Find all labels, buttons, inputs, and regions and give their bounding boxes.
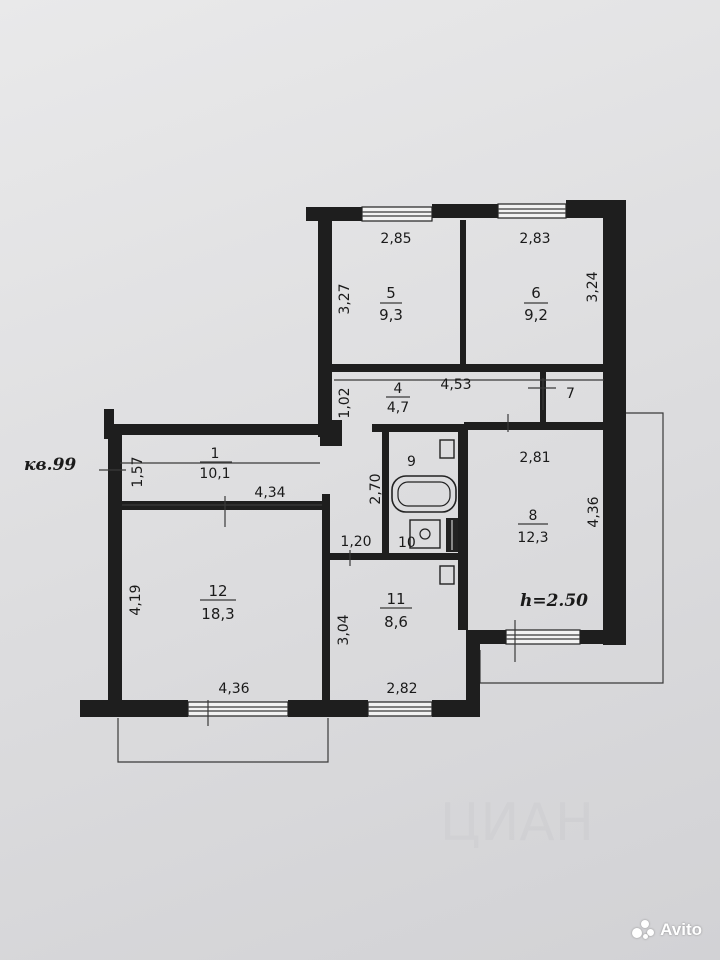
- room-area: 4,7: [387, 400, 409, 416]
- radiator-icon: [446, 518, 458, 552]
- window-room-5: [361, 206, 433, 222]
- dim-room5-height: 3,27: [337, 283, 353, 314]
- dim-room8-height: 4,36: [586, 496, 602, 527]
- room-number: 5: [386, 284, 396, 302]
- dim-room1-length: 4,34: [254, 485, 285, 501]
- dimension-lines: [99, 378, 604, 726]
- window-room-11: [367, 701, 433, 717]
- dim-room8-width: 2,81: [519, 450, 550, 466]
- bathtub-icon: [391, 475, 457, 513]
- room-1: 1 10,1: [199, 446, 232, 482]
- dim-room6-height: 3,24: [585, 271, 601, 302]
- dim-corridor-length: 4,53: [440, 377, 471, 393]
- window-room-8: [505, 629, 581, 645]
- room-7-number: 7: [566, 386, 575, 402]
- ceiling-height: h=2.50: [520, 591, 588, 611]
- room-area: 10,1: [199, 466, 230, 482]
- dim-room10-width: 1,20: [340, 534, 371, 550]
- room-area: 12,3: [517, 530, 548, 546]
- dim-room11-width: 2,82: [386, 681, 417, 697]
- dim-room12-height: 4,19: [128, 584, 144, 615]
- window-room-6: [497, 203, 567, 219]
- dim-room12-width: 4,36: [218, 681, 249, 697]
- room-8: 8 12,3: [517, 508, 548, 546]
- room-number: 6: [531, 284, 541, 302]
- dim-room9-length: 2,70: [368, 473, 384, 504]
- room-area: 9,3: [379, 306, 403, 324]
- dim-room6-width: 2,83: [519, 231, 550, 247]
- avito-logo-icon: [632, 920, 656, 940]
- room-5: 5 9,3: [379, 284, 403, 324]
- room-4: 4 4,7: [386, 381, 410, 416]
- apartment-label: кв.99: [24, 455, 76, 475]
- walls: [80, 200, 626, 717]
- room-area: 18,3: [201, 605, 234, 623]
- dim-room11-height: 3,04: [336, 614, 352, 645]
- window-room-12: [187, 701, 289, 717]
- room-area: 9,2: [524, 306, 548, 324]
- dim-corridor-width: 1,02: [337, 387, 353, 418]
- room-number: 8: [529, 508, 538, 524]
- kitchen-sink-icon: [439, 565, 455, 585]
- room-11: 11 8,6: [380, 590, 412, 631]
- room-number: 4: [394, 381, 403, 397]
- room-10-number: 10: [398, 535, 416, 551]
- stove-icon: [409, 519, 441, 549]
- dim-room1-width: 1,57: [130, 456, 146, 487]
- room-12: 12 18,3: [200, 582, 236, 623]
- room-number: 12: [208, 582, 227, 600]
- avito-brand: Avito: [660, 920, 702, 939]
- avito-watermark: Avito: [632, 920, 702, 940]
- watermark-text: ЦИАН: [440, 793, 594, 853]
- room-6: 6 9,2: [524, 284, 548, 324]
- room-number: 11: [386, 590, 405, 608]
- room-area: 8,6: [384, 613, 408, 631]
- dim-room5-width: 2,85: [380, 231, 411, 247]
- room-9-number: 9: [407, 454, 416, 470]
- sink-icon: [439, 439, 455, 459]
- room-number: 1: [211, 446, 220, 462]
